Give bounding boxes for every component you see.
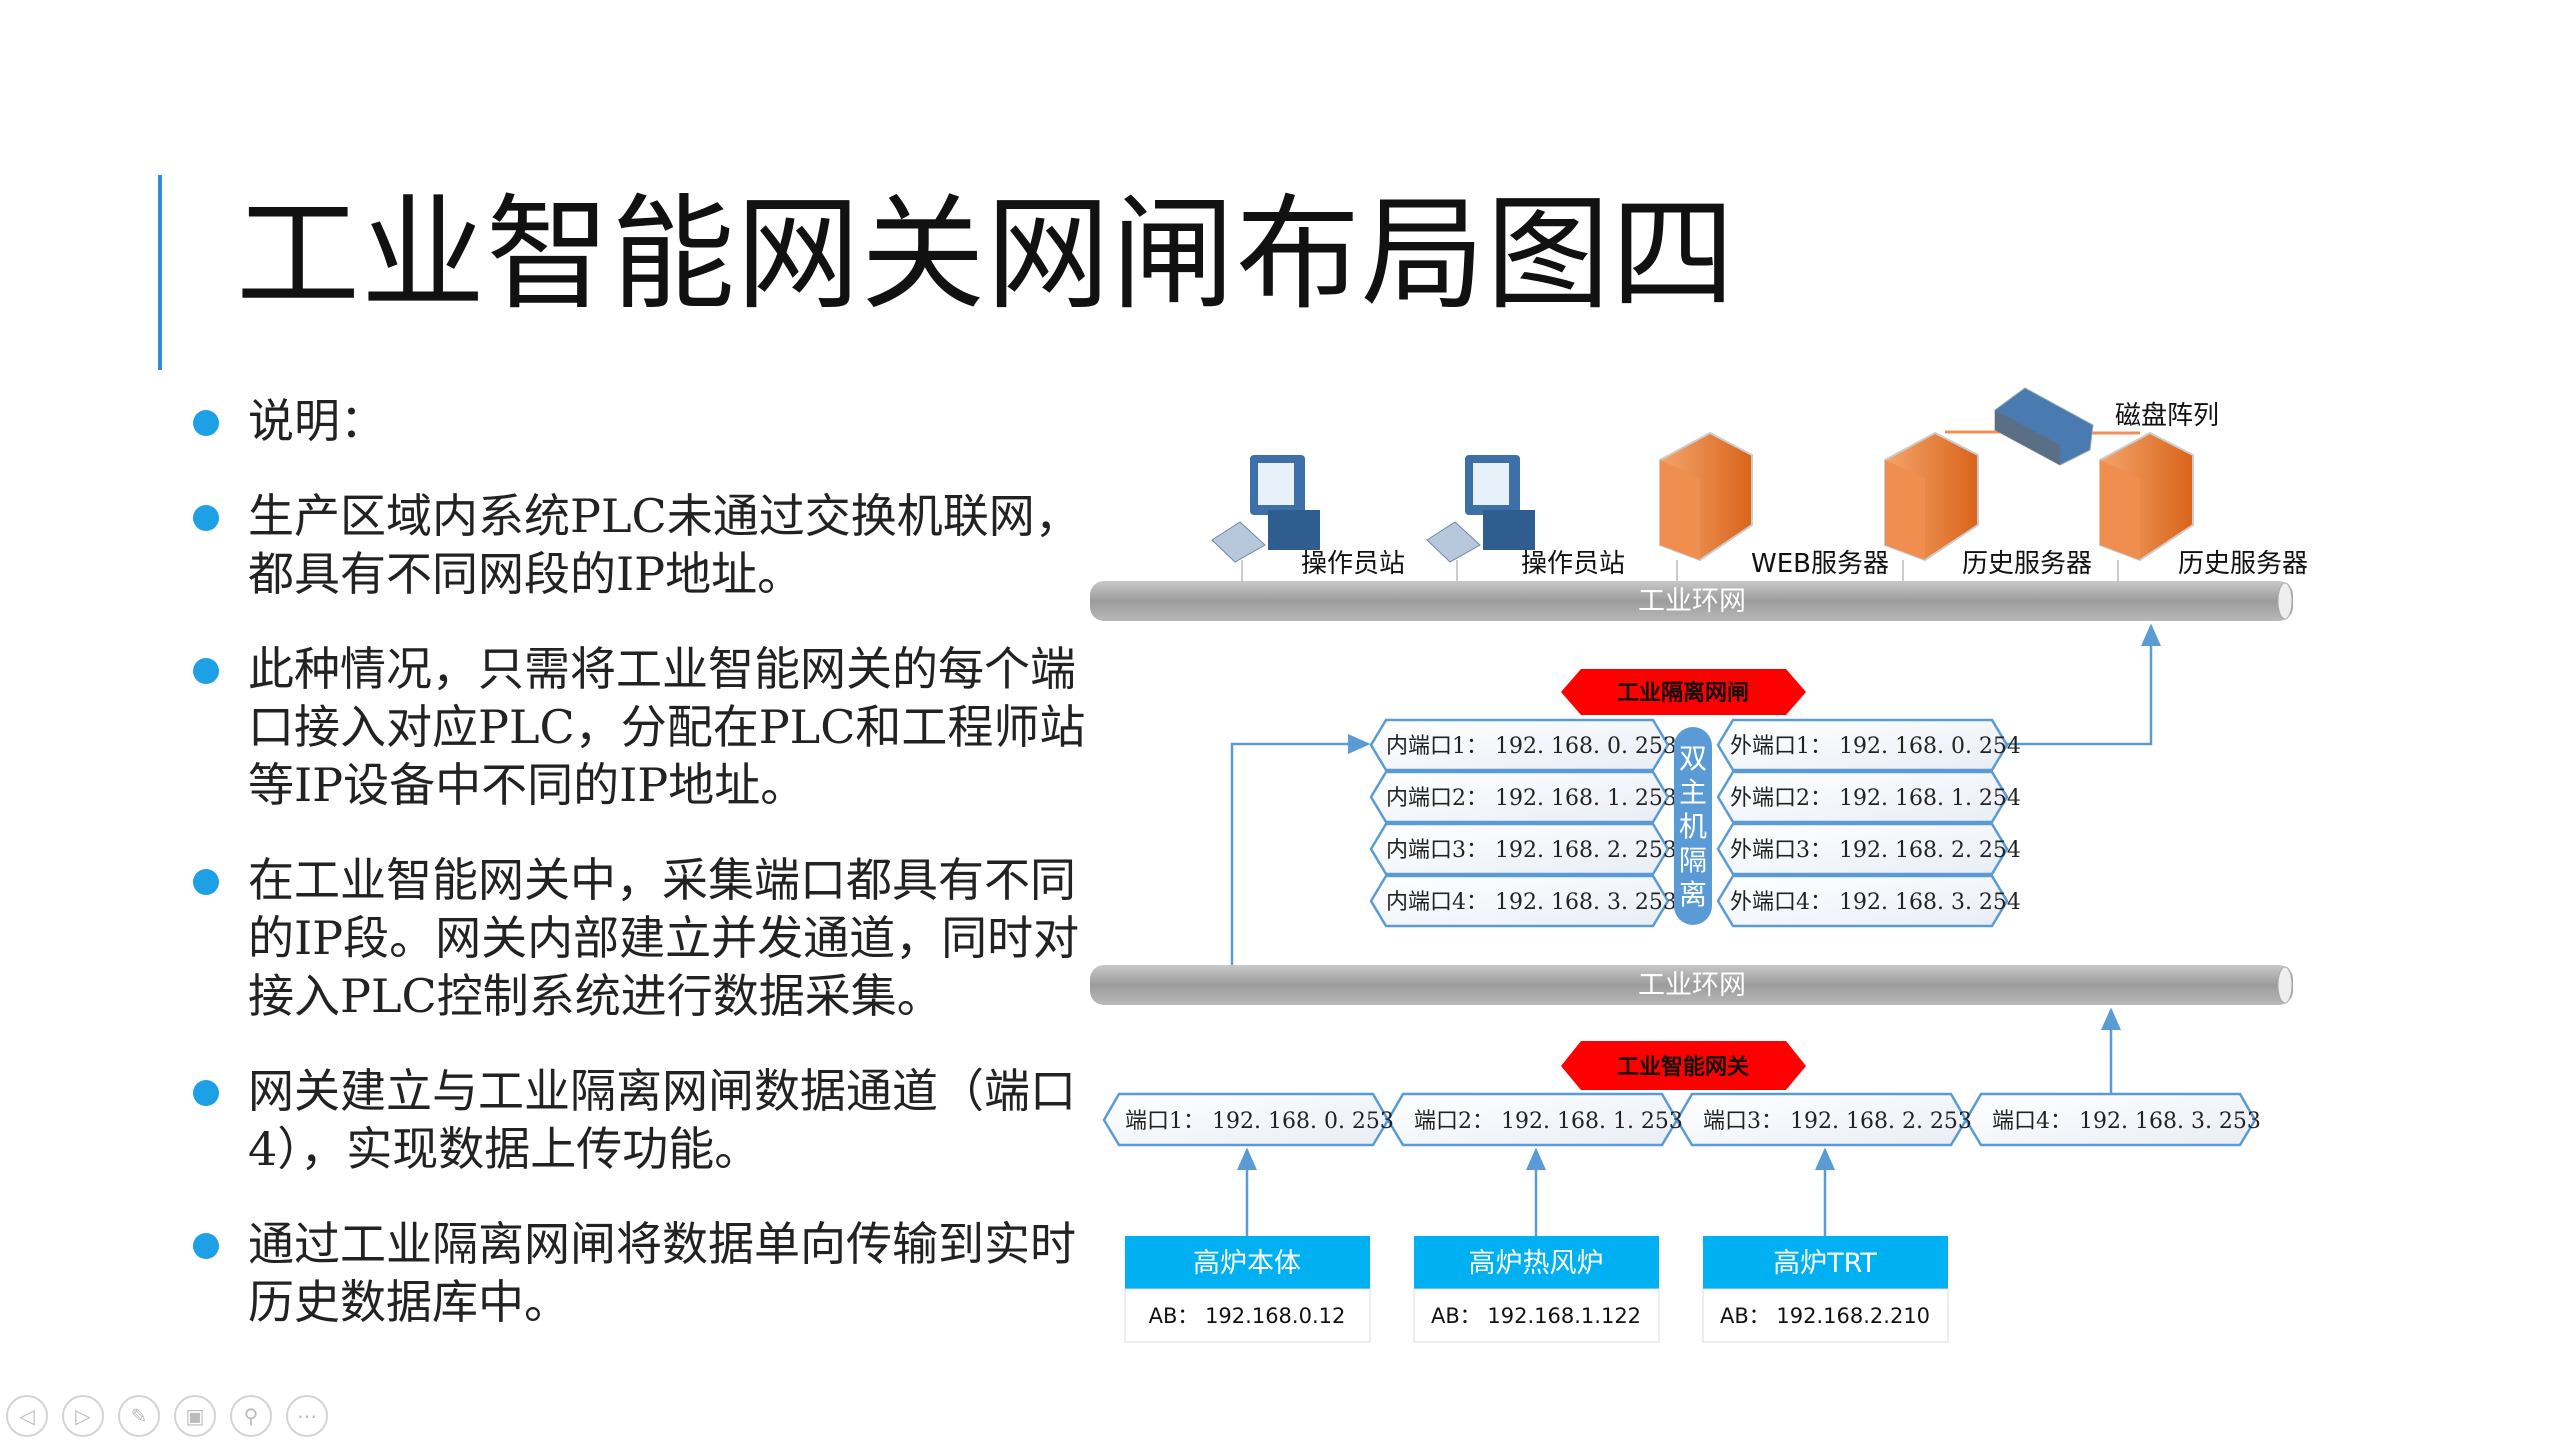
plc-ip: AB： 192.168.2.210 — [1720, 1304, 1930, 1328]
workstation-icon — [1211, 455, 1320, 563]
bullet-item: 生产区域内系统PLC未通过交换机联网，都具有不同网段的IP地址。 — [190, 487, 1090, 603]
more-icon[interactable]: ⋯ — [286, 1395, 328, 1437]
history-server-icon — [2099, 431, 2194, 562]
bullet-text: 网关建立与工业隔离网闸数据通道（端口4），实现数据上传功能。 — [248, 1064, 1076, 1176]
bullet-item: 通过工业隔离网闸将数据单向传输到实时历史数据库中。 — [190, 1215, 1090, 1331]
isolation-gate-label: 工业隔离网闸 — [1617, 680, 1749, 706]
plc-ip: AB： 192.168.1.122 — [1431, 1304, 1641, 1328]
next-icon[interactable]: ▷ — [62, 1395, 104, 1437]
pill-char: 主 — [1679, 776, 1707, 809]
bullet-item: 说明： — [190, 392, 1090, 450]
device-label: 历史服务器 — [1962, 549, 2092, 579]
bullet-item: 此种情况，只需将工业智能网关的每个端口接入对应PLC，分配在PLC和工程师站等I… — [190, 640, 1090, 814]
inner-port-label: 内端口3： 192. 168. 2. 253 — [1386, 838, 1677, 863]
ring-network-bottom: 工业环网 — [1090, 965, 2293, 1005]
plc-box: 高炉热风炉 AB： 192.168.1.122 — [1413, 1236, 1660, 1343]
plc-name: 高炉热风炉 — [1469, 1248, 1604, 1279]
bullet-dot-icon — [193, 505, 219, 531]
slide-title: 工业智能网关网闸布局图四 — [236, 183, 1737, 327]
outer-ports — [1716, 718, 2009, 928]
dual-host-isolation-pill: 双 主 机 隔 离 — [1674, 727, 1712, 925]
plc-box: 高炉本体 AB： 192.168.0.12 — [1124, 1236, 1371, 1343]
pill-char: 离 — [1679, 878, 1707, 911]
bullet-dot-icon — [193, 1233, 219, 1259]
outer-port-label: 外端口4： 192. 168. 3. 254 — [1730, 890, 2021, 915]
disk-array-label: 磁盘阵列 — [2115, 401, 2219, 431]
ring-label: 工业环网 — [1638, 970, 1746, 1001]
gateway-ports — [1102, 1092, 2257, 1147]
gateway-label: 工业智能网关 — [1617, 1054, 1749, 1080]
inner-port-label: 内端口2： 192. 168. 1. 253 — [1386, 786, 1677, 811]
device-label: WEB服务器 — [1751, 549, 1889, 579]
bullet-text: 生产区域内系统PLC未通过交换机联网，都具有不同网段的IP地址。 — [248, 489, 1081, 601]
pill-char: 机 — [1679, 810, 1707, 843]
inner-port-label: 内端口4： 192. 168. 3. 253 — [1386, 890, 1677, 915]
isolation-gate-badge: 工业隔离网闸 — [1561, 669, 1806, 715]
inner-ports — [1369, 718, 1670, 928]
web-server-icon — [1659, 431, 1753, 562]
pill-char: 双 — [1679, 742, 1707, 775]
bullet-item: 在工业智能网关中，采集端口都具有不同的IP段。网关内部建立并发通道，同时对接入P… — [190, 851, 1090, 1025]
outer-port-label: 外端口2： 192. 168. 1. 254 — [1730, 786, 2021, 811]
slides-icon[interactable]: ▣ — [174, 1395, 216, 1437]
gateway-port-label: 端口2： 192. 168. 1. 253 — [1414, 1109, 1683, 1134]
plc-box: 高炉TRT AB： 192.168.2.210 — [1702, 1236, 1949, 1343]
gateway-badge: 工业智能网关 — [1561, 1041, 1806, 1090]
device-label: 操作员站 — [1521, 549, 1625, 579]
outer-port-label: 外端口3： 192. 168. 2. 254 — [1730, 838, 2021, 863]
bullet-dot-icon — [193, 410, 219, 436]
ring-label: 工业环网 — [1638, 586, 1746, 617]
title-accent-bar — [158, 175, 162, 370]
plc-name: 高炉TRT — [1773, 1248, 1877, 1279]
plc-name: 高炉本体 — [1193, 1248, 1301, 1279]
disk-array-icon — [1945, 387, 2140, 466]
device-drop-lines — [1241, 560, 2119, 581]
history-server-icon — [1884, 431, 1979, 562]
bullet-text: 此种情况，只需将工业智能网关的每个端口接入对应PLC，分配在PLC和工程师站等I… — [248, 642, 1086, 812]
inner-port-label: 内端口1： 192. 168. 0. 253 — [1386, 734, 1677, 759]
device-label: 历史服务器 — [2178, 549, 2308, 579]
bullet-text: 在工业智能网关中，采集端口都具有不同的IP段。网关内部建立并发通道，同时对接入P… — [248, 853, 1080, 1023]
bullet-list: 说明： 生产区域内系统PLC未通过交换机联网，都具有不同网段的IP地址。 此种情… — [190, 392, 1090, 1368]
bullet-dot-icon — [193, 1080, 219, 1106]
gateway-port-label: 端口4： 192. 168. 3. 253 — [1992, 1109, 2261, 1134]
bullet-dot-icon — [193, 869, 219, 895]
gateway-port-label: 端口3： 192. 168. 2. 253 — [1703, 1109, 1972, 1134]
gateway-port-label: 端口1： 192. 168. 0. 253 — [1125, 1109, 1394, 1134]
ring-network-top: 工业环网 — [1090, 581, 2293, 621]
device-label: 操作员站 — [1301, 549, 1405, 579]
previous-icon[interactable]: ◁ — [6, 1395, 48, 1437]
pen-icon[interactable]: ✎ — [118, 1395, 160, 1437]
workstation-icon — [1426, 455, 1535, 563]
plc-ip: AB： 192.168.0.12 — [1149, 1304, 1346, 1328]
pill-char: 隔 — [1679, 844, 1707, 877]
outer-port-label: 外端口1： 192. 168. 0. 254 — [1730, 734, 2021, 759]
bullet-text: 说明： — [248, 394, 386, 448]
bullet-text: 通过工业隔离网闸将数据单向传输到实时历史数据库中。 — [248, 1217, 1076, 1329]
connectors — [1230, 623, 2161, 1236]
bullet-item: 网关建立与工业隔离网闸数据通道（端口4），实现数据上传功能。 — [190, 1062, 1090, 1178]
zoom-icon[interactable]: ⚲ — [230, 1395, 272, 1437]
slideshow-toolbar: ◁ ▷ ✎ ▣ ⚲ ⋯ — [6, 1395, 328, 1437]
bullet-dot-icon — [193, 658, 219, 684]
